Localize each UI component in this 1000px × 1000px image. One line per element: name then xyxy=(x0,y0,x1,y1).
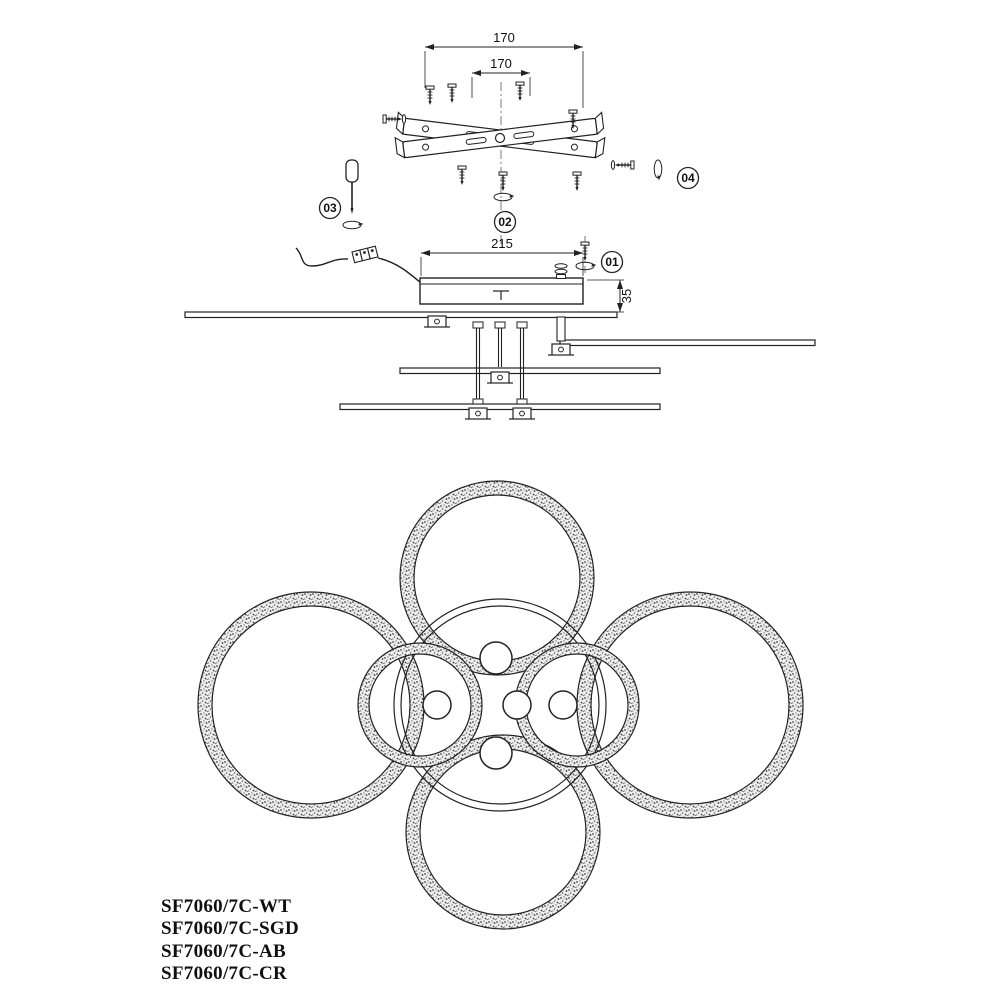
model-list: SF7060/7C-WT SF7060/7C-SGD SF7060/7C-AB … xyxy=(161,896,299,986)
dimension-label-bracket-inner: 170 xyxy=(490,56,512,71)
mount-clip-icon xyxy=(547,343,575,356)
ring-right xyxy=(576,591,804,819)
ring-small-left xyxy=(357,642,483,768)
dimension-bracket-inner: 170 xyxy=(471,56,531,98)
mount-clip-icon xyxy=(464,407,492,420)
screw-icon xyxy=(572,171,582,192)
step-number: 02 xyxy=(498,215,512,229)
canopy-assembly: 215 01 35 xyxy=(419,236,634,313)
supply-wire xyxy=(295,247,349,267)
washer-stack xyxy=(554,263,568,279)
screwdriver-icon xyxy=(342,159,364,230)
terminal-block xyxy=(351,245,379,264)
screw-icon xyxy=(457,165,467,186)
screw-icon xyxy=(447,83,457,104)
dimension-canopy-height: 35 xyxy=(587,279,634,313)
step-number: 04 xyxy=(681,171,695,185)
dimension-label-canopy-width: 215 xyxy=(491,236,513,251)
screw-left-icon xyxy=(382,114,407,124)
step-badge-03: 03 xyxy=(318,196,342,220)
dimension-label-bracket-outer: 170 xyxy=(493,30,515,45)
screw-icon xyxy=(515,81,525,102)
screw-right-icon xyxy=(610,159,663,181)
step-badge-04: 04 xyxy=(676,166,700,190)
screw-icon xyxy=(425,85,435,106)
fixture-wire xyxy=(377,257,422,284)
dimension-label-canopy-height: 35 xyxy=(619,289,634,303)
wiring-step: 03 xyxy=(295,159,422,284)
ring-left xyxy=(197,591,425,819)
joint-discs xyxy=(422,641,578,770)
ring-center-plain xyxy=(393,598,607,812)
model-code: SF7060/7C-CR xyxy=(161,963,288,985)
step-number: 01 xyxy=(605,255,619,269)
fixture-plan-view xyxy=(197,480,804,930)
dimension-canopy-width: 215 xyxy=(420,236,584,276)
mount-clip-icon xyxy=(423,315,451,328)
arm-connector xyxy=(556,316,566,342)
step-badge-01: 01 xyxy=(600,250,624,274)
fixture-side-view xyxy=(184,311,816,420)
mount-clip-icon xyxy=(486,371,514,384)
canopy-screw-icon xyxy=(575,236,597,274)
step-badge-02: 02 xyxy=(493,210,517,234)
step-number: 03 xyxy=(323,201,337,215)
hanger-rods xyxy=(472,321,528,405)
bracket-assembly: 170 170 xyxy=(382,30,700,246)
mount-clip-icon xyxy=(508,407,536,420)
model-code: SF7060/7C-SGD xyxy=(161,918,299,940)
center-screw-icon xyxy=(493,171,515,202)
model-code: SF7060/7C-AB xyxy=(161,940,286,962)
dimension-bracket-outer: 170 xyxy=(424,30,584,108)
model-code: SF7060/7C-WT xyxy=(161,896,292,917)
